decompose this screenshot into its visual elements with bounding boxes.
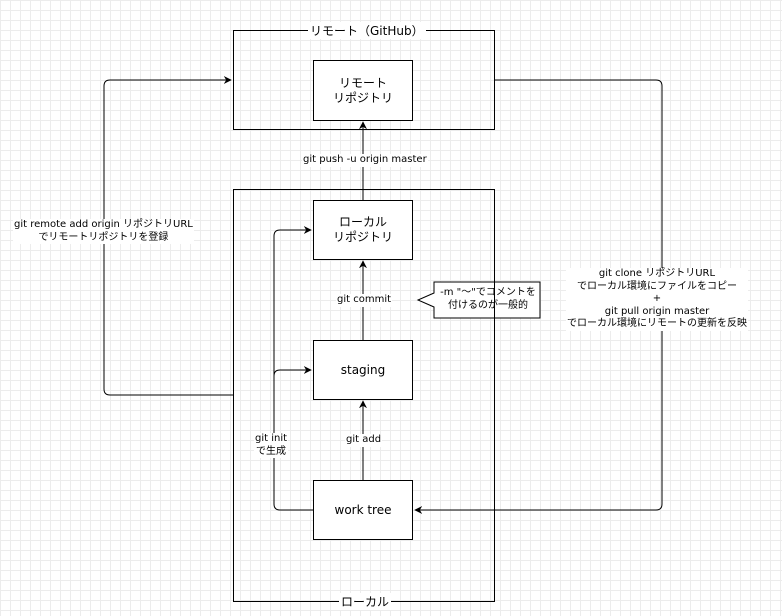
staging-node: staging bbox=[313, 340, 413, 400]
commit-label: git commit bbox=[336, 294, 393, 307]
remote-add-label: git remote add origin リポジトリURL でリモートリポジト… bbox=[13, 219, 194, 244]
commit-callout-shape bbox=[416, 281, 541, 319]
remote-container-title: リモート（GitHub） bbox=[308, 22, 426, 39]
remote-repository-node: リモート リポジトリ bbox=[313, 60, 413, 121]
work-tree-node: work tree bbox=[313, 480, 413, 540]
local-repository-node: ローカル リポジトリ bbox=[313, 200, 413, 260]
local-container-title: ローカル bbox=[339, 593, 392, 610]
commit-callout-text: -m "～"でコメントを 付けるのが一般的 bbox=[440, 287, 536, 311]
clone-pull-label: git clone リポジトリURL でローカル環境にファイルをコピー + gi… bbox=[566, 268, 748, 331]
init-label: git init で生成 bbox=[254, 433, 289, 458]
init-to-staging-connector bbox=[273, 366, 312, 377]
add-label: git add bbox=[345, 434, 383, 447]
push-label: git push -u origin master bbox=[302, 154, 428, 167]
init-to-repo-connector bbox=[273, 226, 313, 511]
